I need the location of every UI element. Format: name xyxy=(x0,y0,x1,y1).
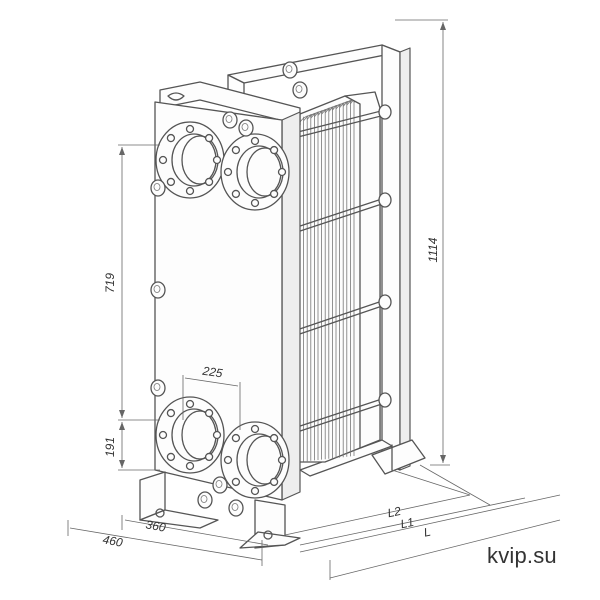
port-flanges xyxy=(155,121,290,499)
dim-l2: L2 xyxy=(386,504,402,521)
flange-bolt xyxy=(166,133,176,143)
flange-bolt xyxy=(166,408,176,418)
frame-bolt-highlight xyxy=(215,480,223,488)
frame-bolt-highlight xyxy=(231,503,239,511)
flange-bolt xyxy=(269,433,279,443)
flange-bolt xyxy=(277,455,287,465)
flange-bolt xyxy=(185,461,195,471)
dim-460: 460 xyxy=(102,532,124,549)
dimension-lines xyxy=(67,19,561,580)
tie-bolt-nut xyxy=(378,192,392,208)
flange-bolt xyxy=(158,155,168,165)
dim-1114: 1114 xyxy=(426,237,440,262)
frame-bolt-highlight xyxy=(200,495,208,503)
frame-bolt-head xyxy=(282,61,298,79)
flange-bolt xyxy=(223,455,233,465)
flange-bolt xyxy=(269,477,279,487)
flange-bolt xyxy=(204,408,214,418)
frame-bolt-head xyxy=(197,491,213,509)
flange-bolt xyxy=(231,477,241,487)
flange-bolt xyxy=(250,486,260,496)
plate-pack xyxy=(289,91,381,463)
frame-bolt-highlight xyxy=(153,285,161,293)
dim-191: 191 xyxy=(103,437,117,457)
flange-bolt xyxy=(166,452,176,462)
frame-bolt-highlight xyxy=(295,85,303,93)
dim-360: 360 xyxy=(145,517,167,534)
tie-bolt-nut xyxy=(378,104,392,120)
flange-bolt xyxy=(231,189,241,199)
tie-bolt-nut xyxy=(378,392,392,408)
frame-bolt-highlight xyxy=(153,183,161,191)
flange-bolt xyxy=(250,198,260,208)
frame-bolt-head xyxy=(238,119,254,137)
dim-l: L xyxy=(422,525,431,540)
frame-bolt-highlight xyxy=(285,65,293,73)
frame-bolt-head xyxy=(150,179,166,197)
flange-bolt xyxy=(204,133,214,143)
tie-bolt-nut xyxy=(378,294,392,310)
frame-bolt-head xyxy=(150,281,166,299)
brand-label: kvip.su xyxy=(487,543,557,568)
flange-bolt xyxy=(185,399,195,409)
flange-bolt xyxy=(231,433,241,443)
frame-bolt-head xyxy=(222,111,238,129)
dim-l1: L1 xyxy=(399,515,415,531)
flange-bolt xyxy=(250,136,260,146)
flange-bolt xyxy=(223,167,233,177)
flange-bolt xyxy=(212,430,222,440)
frame-bolt-head xyxy=(212,476,228,494)
flange-bolt xyxy=(166,177,176,187)
flange-bolt xyxy=(204,452,214,462)
flange-bolt xyxy=(185,186,195,196)
dim-719: 719 xyxy=(103,273,117,293)
frame-bolt-head xyxy=(228,499,244,517)
frame-bolt-highlight xyxy=(241,123,249,131)
flange-bolt xyxy=(277,167,287,177)
frame-bolts xyxy=(150,61,308,517)
rear-frame xyxy=(227,44,426,477)
flange-bolt xyxy=(269,145,279,155)
frame-bolt-highlight xyxy=(225,115,233,123)
frame-bolt-head xyxy=(150,379,166,397)
frame-bolt-highlight xyxy=(153,383,161,391)
flange-bolt xyxy=(158,430,168,440)
flange-bolt xyxy=(212,155,222,165)
flange-bolt xyxy=(185,124,195,134)
frame-bolt-head xyxy=(292,81,308,99)
flange-bolt xyxy=(250,424,260,434)
flange-bolt xyxy=(231,145,241,155)
dim-225: 225 xyxy=(201,364,224,381)
flange-bolt xyxy=(204,177,214,187)
flange-bolt xyxy=(269,189,279,199)
